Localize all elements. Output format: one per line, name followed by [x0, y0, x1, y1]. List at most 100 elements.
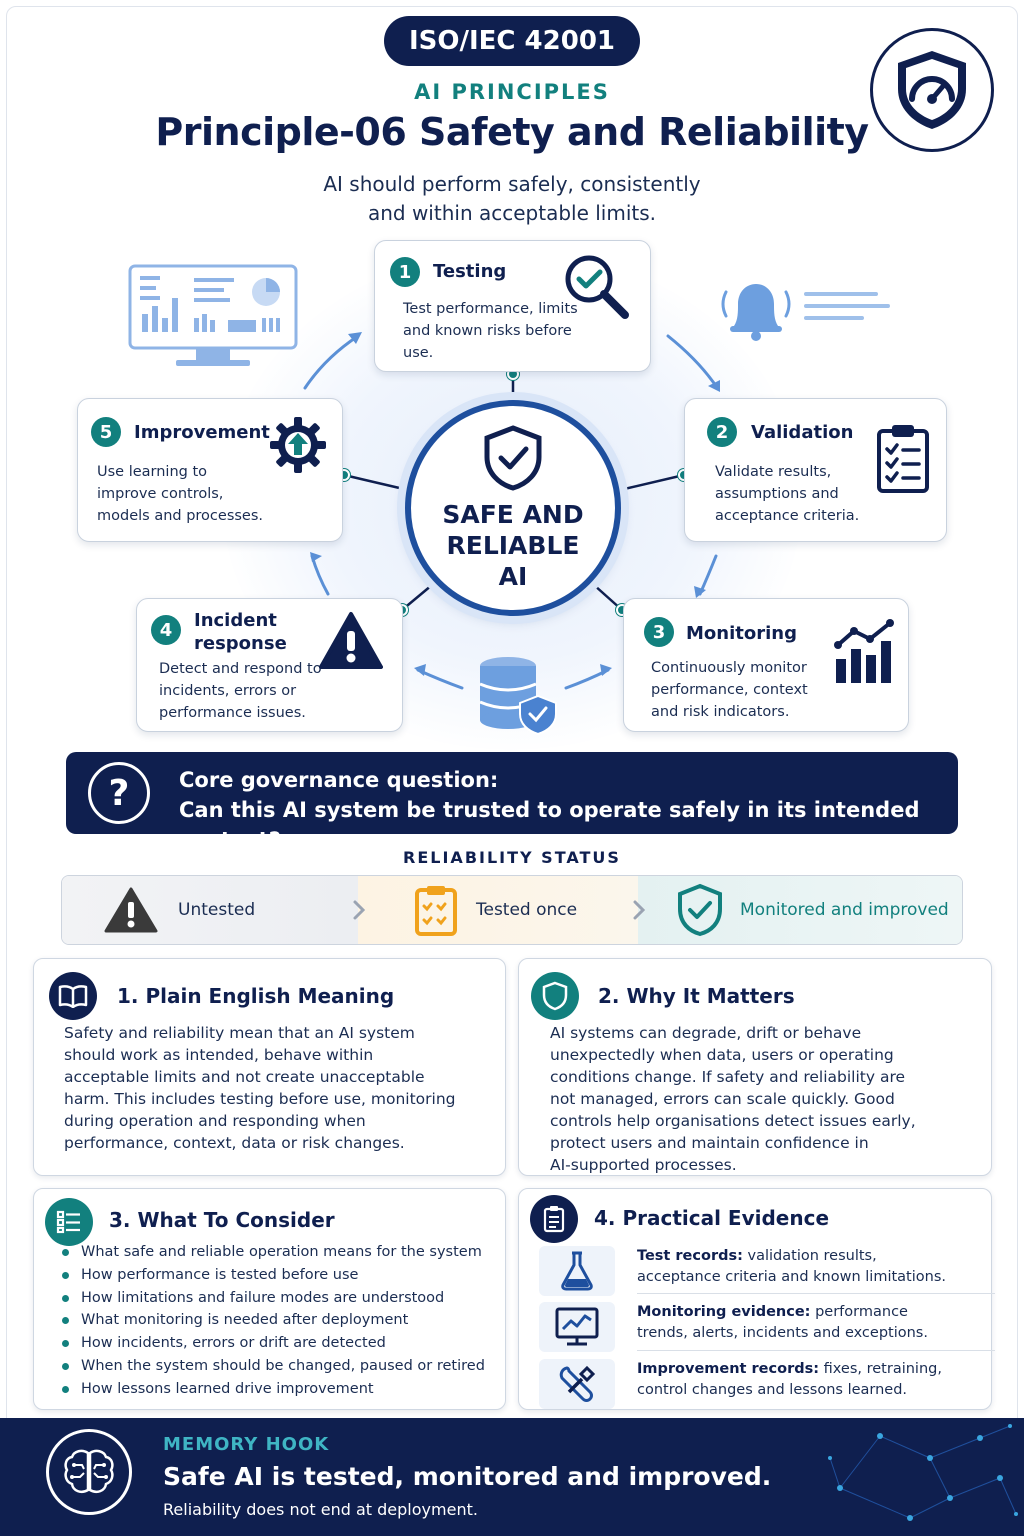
evidence-text: Improvement records: fixes, retraining, …: [637, 1359, 997, 1401]
card-what-to-consider: 3. What To Consider What safe and reliab…: [33, 1188, 506, 1410]
step-title-line-2: response: [194, 633, 287, 654]
shield-check-icon: [678, 883, 722, 937]
magnifier-check-icon: [565, 255, 629, 319]
step-card-improvement: 5 Improvement Use learning to improve co…: [77, 398, 343, 542]
step-description: Continuously monitor performance, contex…: [651, 660, 808, 720]
memory-hook-kicker: MEMORY HOOK: [163, 1434, 330, 1455]
checklist-icon: [45, 1198, 93, 1246]
status-stage-label: Monitored and improved: [740, 900, 949, 920]
evidence-line-1: validation results,: [747, 1248, 877, 1264]
card-body: Safety and reliability mean that an AI s…: [64, 1022, 494, 1154]
card-practical-evidence: 4. Practical Evidence Test records: vali…: [518, 1188, 995, 1410]
chevron-right-icon: [353, 900, 366, 920]
evidence-row-test-records: Test records: validation results, accept…: [539, 1246, 995, 1300]
warning-icon: [104, 887, 158, 933]
status-stage-untested: Untested: [62, 876, 358, 944]
body-line: controls help organisations detect issue…: [550, 1112, 916, 1130]
reliability-status-bar: Untested Tested once Monitored and impro…: [61, 875, 963, 945]
status-stage-tested-once: Tested once: [358, 876, 638, 944]
dashboard-monitor-icon: [128, 264, 298, 366]
step-description: Detect and respond to incidents, errors …: [159, 661, 322, 721]
consider-list: What safe and reliable operation means f…: [55, 1241, 505, 1401]
step-card-testing: 1 Testing Test performance, limits and k…: [374, 240, 651, 372]
card-title: 1. Plain English Meaning: [117, 984, 395, 1008]
body-line: should work as intended, behave within: [64, 1046, 374, 1064]
clipboard-checklist-icon: [877, 425, 929, 493]
subtitle-line-2: and within acceptable limits.: [367, 201, 657, 225]
body-line: performance, context, data or risk chang…: [64, 1134, 405, 1152]
card-title: 3. What To Consider: [109, 1208, 335, 1232]
governance-heading: Core governance question:: [179, 768, 499, 792]
step-title: Validation: [751, 422, 854, 443]
status-stage-label: Untested: [178, 900, 256, 920]
standard-badge-label: ISO/IEC 42001: [408, 26, 616, 56]
evidence-line-1: performance: [815, 1304, 908, 1320]
standard-badge: ISO/IEC 42001: [384, 16, 640, 66]
list-item: What monitoring is needed after deployme…: [55, 1309, 505, 1332]
list-item: What safe and reliable operation means f…: [55, 1241, 505, 1264]
memory-hook-title: Safe AI is tested, monitored and improve…: [163, 1462, 772, 1491]
list-item: How performance is tested before use: [55, 1264, 505, 1287]
governance-banner: ? Core governance question: Can this AI …: [66, 752, 958, 852]
body-line: acceptable limits and not create unaccep…: [64, 1068, 425, 1086]
step-description: Test performance, limits and known risks…: [403, 301, 578, 361]
memory-hook-subtitle: Reliability does not end at deployment.: [163, 1500, 478, 1519]
step-number: 5: [91, 417, 121, 447]
step-title-line-1: Incident: [194, 610, 277, 631]
card-title: 2. Why It Matters: [598, 984, 795, 1008]
card-body: AI systems can degrade, drift or behave …: [550, 1022, 980, 1176]
step-card-incident-response: 4 Incident response Detect and respond t…: [136, 598, 403, 732]
governance-text: Core governance question: Can this AI sy…: [179, 765, 958, 855]
status-stage-label: Tested once: [476, 900, 578, 920]
database-shield-icon: [479, 657, 557, 736]
body-line: not managed, errors can scale quickly. G…: [550, 1090, 895, 1108]
book-icon: [49, 972, 97, 1020]
body-line: conditions change. If safety and reliabi…: [550, 1068, 906, 1086]
evidence-text: Monitoring evidence: performance trends,…: [637, 1302, 997, 1344]
evidence-line-2: acceptance criteria and known limitation…: [637, 1269, 946, 1285]
question-mark-icon: ?: [88, 762, 150, 824]
brain-icon: [46, 1429, 132, 1515]
center-hub: SAFE AND RELIABLE AI: [405, 400, 621, 616]
section-kicker: AI PRINCIPLES: [414, 80, 610, 104]
step-number: 3: [644, 617, 674, 647]
evidence-text: Test records: validation results, accept…: [637, 1246, 997, 1288]
monitor-chart-icon: [539, 1302, 615, 1352]
shield-icon: [531, 972, 579, 1020]
evidence-label: Test records:: [637, 1248, 743, 1264]
body-line: during operation and responding when: [64, 1112, 366, 1130]
step-title: Improvement: [134, 422, 270, 443]
card-title: 4. Practical Evidence: [594, 1206, 830, 1230]
evidence-line-2: control changes and lessons learned.: [637, 1382, 908, 1398]
body-line: Safety and reliability mean that an AI s…: [64, 1024, 415, 1042]
list-item: When the system should be changed, pause…: [55, 1355, 505, 1378]
evidence-divider: [637, 1350, 995, 1351]
evidence-label: Monitoring evidence:: [637, 1304, 811, 1320]
step-number: 1: [390, 257, 420, 287]
gear-up-arrow-icon: [270, 417, 326, 473]
shield-check-icon: [484, 424, 542, 491]
step-title: Monitoring: [686, 623, 797, 644]
list-item: How incidents, errors or drift are detec…: [55, 1332, 505, 1355]
network-pattern-icon: [828, 1424, 1018, 1521]
evidence-line-2: trends, alerts, incidents and exceptions…: [637, 1325, 928, 1341]
status-stage-monitored: Monitored and improved: [638, 876, 962, 944]
step-number: 4: [151, 615, 181, 645]
step-description: Validate results, assumptions and accept…: [715, 464, 860, 524]
body-line: protect users and maintain confidence in: [550, 1134, 869, 1152]
step-title: Incident response: [194, 609, 287, 655]
body-line: unexpectedly when data, users or operati…: [550, 1046, 894, 1064]
center-title-line-1: SAFE AND: [442, 499, 584, 529]
list-item: How lessons learned drive improvement: [55, 1378, 505, 1401]
step-card-validation: 2 Validation Validate results, assumptio…: [684, 398, 947, 542]
center-title-line-2: RELIABLE AI: [446, 530, 580, 591]
clipboard-icon: [415, 886, 457, 936]
governance-question: Can this AI system be trusted to operate…: [179, 798, 920, 852]
evidence-line-1: fixes, retraining,: [823, 1361, 942, 1377]
bell-alert-icon: [721, 284, 890, 341]
step-title: Testing: [433, 261, 507, 282]
card-plain-english-meaning: 1. Plain English Meaning Safety and reli…: [33, 958, 506, 1176]
step-description: Use learning to improve controls, models…: [97, 464, 264, 524]
evidence-label: Improvement records:: [637, 1361, 820, 1377]
cycle-connectors: [303, 332, 720, 690]
